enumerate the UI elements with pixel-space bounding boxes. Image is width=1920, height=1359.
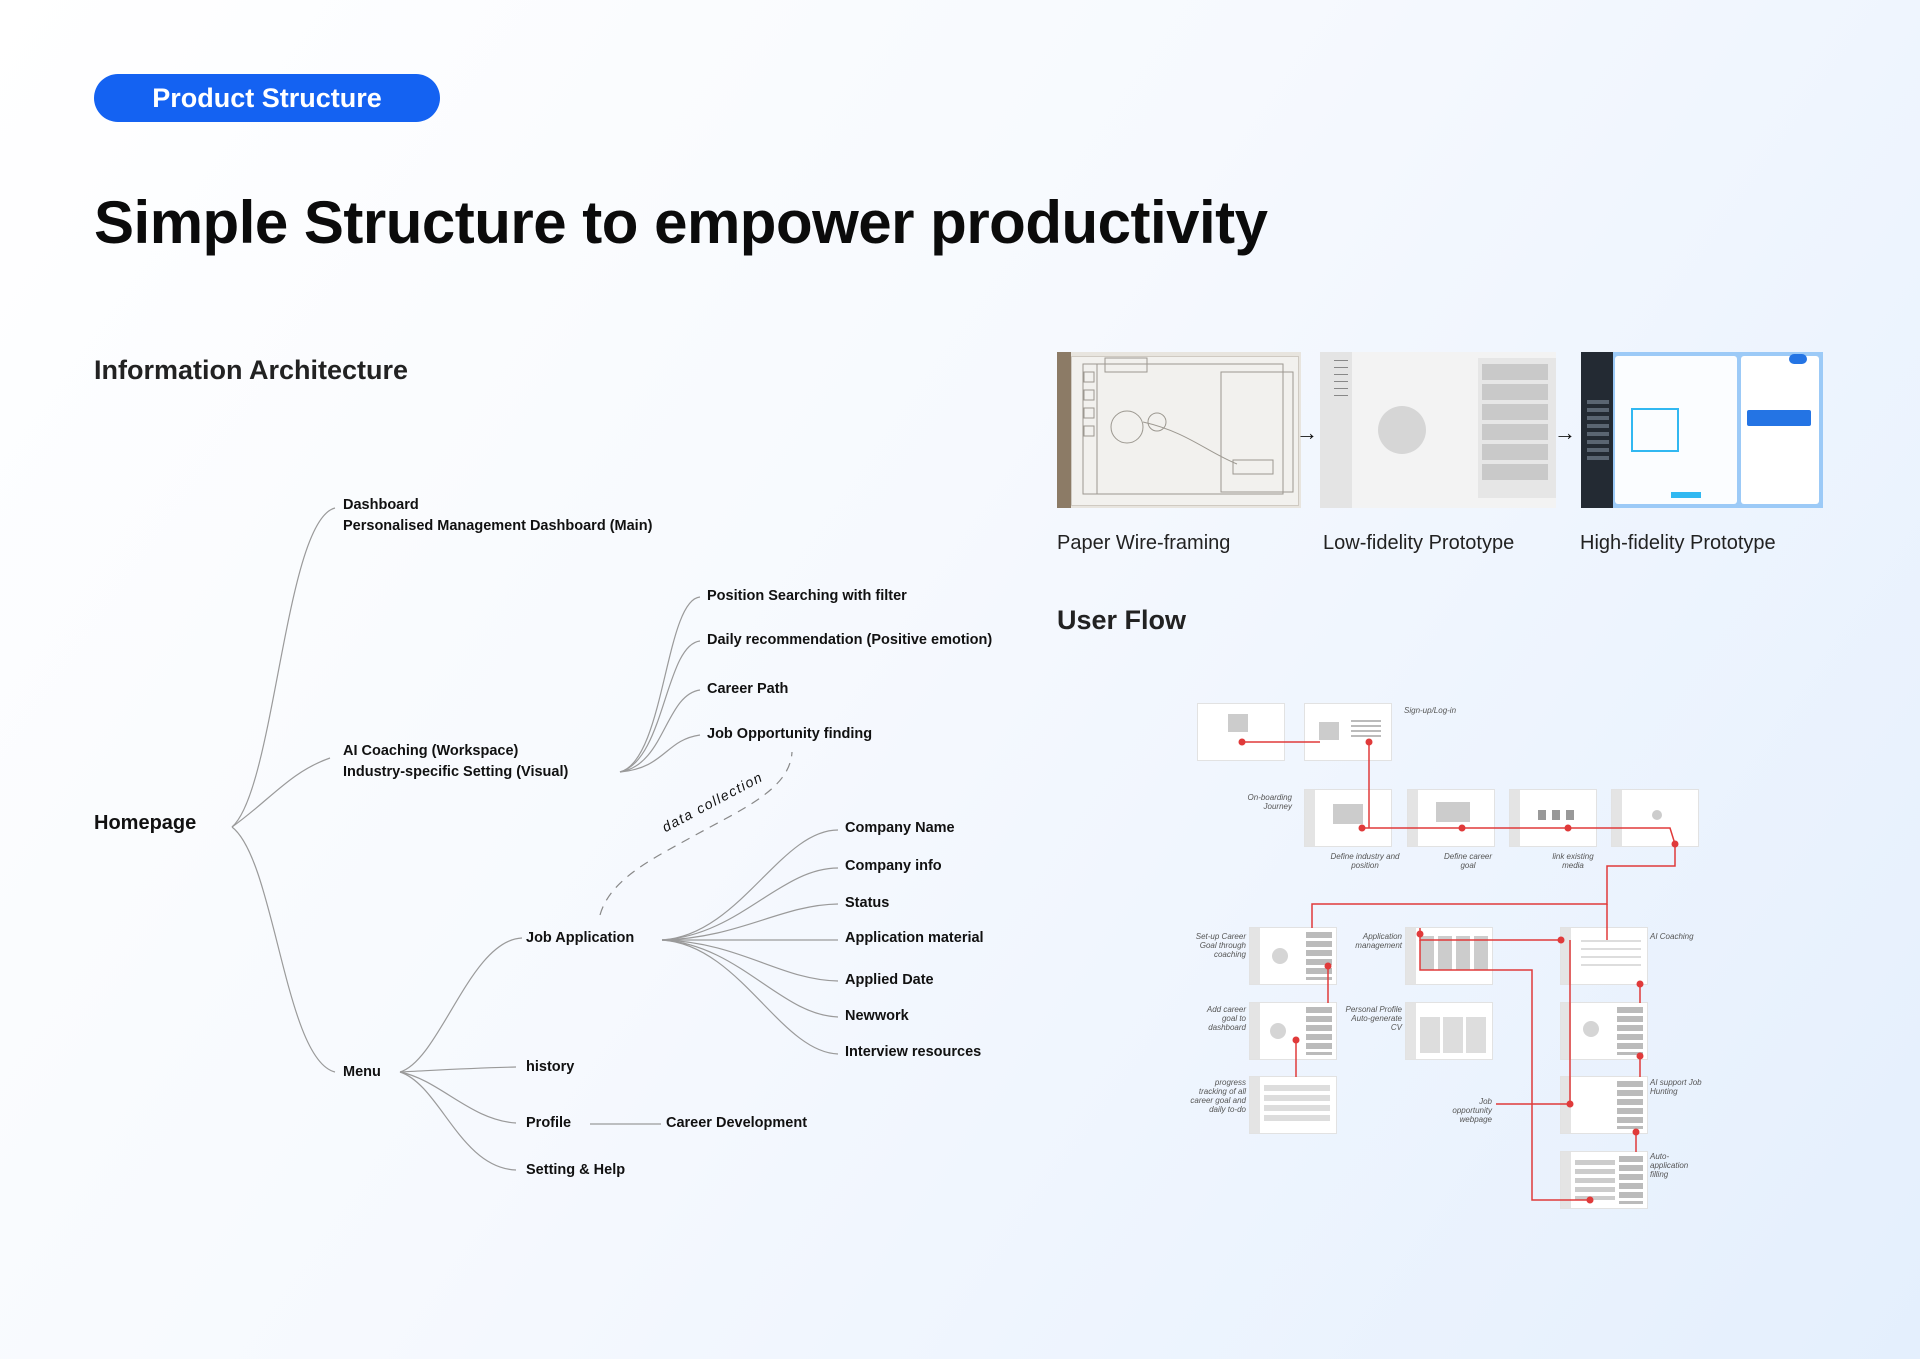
flow-screen-ai-support: [1561, 1077, 1647, 1133]
node-company-name: Company Name: [845, 820, 955, 836]
page-title: Simple Structure to empower productivity: [94, 189, 1268, 256]
node-menu: Menu: [343, 1064, 381, 1080]
flow-screen-ai-workspace: [1561, 1003, 1647, 1059]
flow-screen-onboarding: [1305, 790, 1391, 846]
ia-heading: Information Architecture: [94, 355, 409, 385]
note-progress: progress tracking of all career goal and…: [1190, 1078, 1246, 1114]
flow-screen-setup-goal: [1250, 928, 1336, 984]
flow-screen-dashboard-intro: [1612, 790, 1698, 846]
node-position-search: Position Searching with filter: [707, 588, 907, 604]
note-job-webpage: Job opportunity webpage: [1452, 1097, 1492, 1124]
note-link-media: link existing media: [1552, 852, 1594, 870]
node-career-development: Career Development: [666, 1115, 808, 1131]
note-auto-fill: Auto-application filling: [1650, 1152, 1689, 1179]
section-badge: Product Structure: [94, 74, 440, 122]
node-interview-resources: Interview resources: [845, 1044, 982, 1060]
node-company-info: Company info: [845, 858, 942, 874]
note-ai-support: AI support Job Hunting: [1650, 1078, 1702, 1096]
node-history: history: [526, 1059, 575, 1075]
node-homepage: Homepage: [94, 812, 197, 834]
node-application-material: Application material: [845, 930, 984, 946]
node-dashboard: Dashboard: [343, 497, 419, 513]
flow-screen-add-goal: [1250, 1003, 1336, 1059]
node-ai-coaching: AI Coaching (Workspace): [343, 743, 519, 759]
flow-screen-ai-coaching: [1561, 928, 1647, 984]
flow-screen-login: [1305, 704, 1391, 760]
paper-wireframe-image: [1057, 352, 1301, 508]
caption-low-fidelity: Low-fidelity Prototype: [1323, 532, 1515, 554]
node-career-path: Career Path: [707, 681, 789, 697]
node-applied-date: Applied Date: [845, 972, 934, 988]
note-app-management: Application management: [1355, 932, 1402, 950]
note-signup: Sign-up/Log-in: [1404, 706, 1457, 715]
note-setup-goal: Set-up Career Goal through coaching: [1195, 932, 1246, 959]
node-status: Status: [845, 895, 890, 911]
node-setting-help: Setting & Help: [526, 1162, 626, 1178]
node-job-opportunity: Job Opportunity finding: [707, 726, 873, 742]
flow-screen-progress: [1250, 1077, 1336, 1133]
node-job-application: Job Application: [526, 930, 635, 946]
caption-high-fidelity: High-fidelity Prototype: [1580, 532, 1776, 554]
note-ai-coaching: AI Coaching: [1650, 932, 1694, 941]
user-flow-heading: User Flow: [1057, 605, 1187, 635]
arrow-icon: →: [1296, 420, 1318, 445]
arrow-icon: →: [1554, 420, 1576, 445]
flow-screen-define-goal: [1408, 790, 1494, 846]
flow-screen-signup: [1198, 704, 1284, 760]
node-newwork: Newwork: [845, 1008, 909, 1024]
node-profile: Profile: [526, 1115, 572, 1131]
note-define-goal: Define career goal: [1443, 852, 1493, 870]
flow-screen-link-media: [1510, 790, 1596, 846]
flow-screen-auto-application: [1561, 1152, 1647, 1208]
caption-paper-wireframing: Paper Wire-framing: [1057, 532, 1231, 554]
node-ai-setting: Industry-specific Setting (Visual): [343, 764, 569, 780]
note-define-industry: Define industry and position: [1330, 852, 1400, 870]
note-add-goal: Add career goal to dashboard: [1206, 1005, 1246, 1032]
flow-screen-personal-profile: [1406, 1003, 1492, 1059]
node-daily-recommendation: Daily recommendation (Positive emotion): [707, 632, 993, 648]
high-fidelity-prototype-image: [1581, 352, 1823, 508]
low-fidelity-prototype-image: [1320, 352, 1556, 508]
note-personal-profile: Personal Profile Auto-generate CV: [1345, 1005, 1402, 1032]
node-dashboard-main: Personalised Management Dashboard (Main): [343, 518, 653, 534]
note-onboarding: On-boarding Journey: [1247, 793, 1292, 811]
